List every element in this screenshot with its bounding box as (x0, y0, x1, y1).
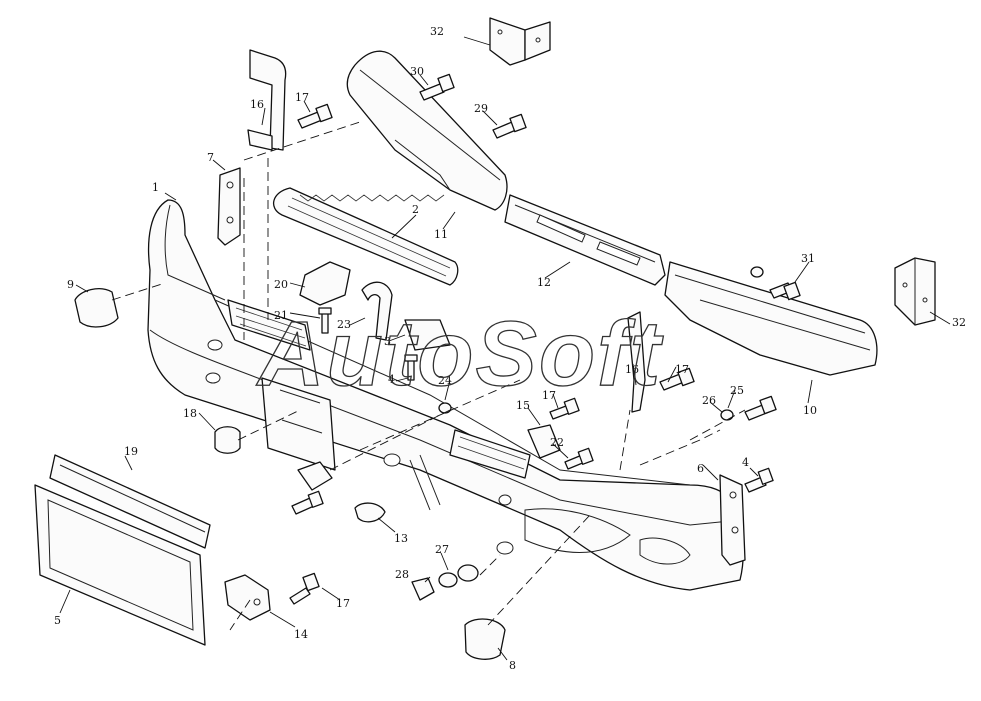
cap-8 (464, 618, 506, 660)
callout-1: 1 (152, 181, 159, 194)
side-bar-10 (664, 261, 878, 376)
callout-24: 24 (438, 374, 452, 387)
callout-28: 28 (395, 568, 409, 581)
callout-23: 23 (337, 318, 351, 331)
callout-4-right: 4 (742, 456, 749, 469)
callout-19: 19 (124, 445, 138, 458)
fog-cap-9 (74, 288, 119, 328)
callout-5: 5 (54, 614, 61, 627)
callout-32-right: 32 (952, 316, 966, 329)
callout-11: 11 (434, 228, 448, 241)
callout-12: 12 (537, 276, 551, 289)
bracket-14 (224, 574, 271, 621)
bracket-lower-center (297, 461, 333, 491)
callout-18: 18 (183, 407, 197, 420)
stay-16-right (627, 311, 646, 413)
bolts (289, 73, 801, 605)
callout-26: 26 (702, 394, 716, 407)
bracket-3 (404, 319, 451, 351)
callout-31: 31 (801, 252, 815, 265)
callout-14: 14 (294, 628, 308, 641)
callout-30: 30 (410, 65, 424, 78)
callout-2: 2 (412, 203, 419, 216)
bracket-32-top (489, 17, 551, 66)
callout-15: 15 (516, 399, 530, 412)
callout-21: 21 (274, 309, 288, 322)
nut-washer-set (411, 266, 764, 601)
leader-lines (59, 36, 951, 661)
callout-17-center: 17 (542, 389, 556, 402)
lower-grille-19 (49, 454, 211, 549)
bracket-6 (719, 474, 746, 566)
callout-27: 27 (435, 543, 449, 556)
callout-16-right: 16 (625, 363, 639, 376)
callout-22: 22 (550, 436, 564, 449)
callout-32-top: 32 (430, 25, 444, 38)
callout-25: 25 (730, 384, 744, 397)
callout-17-right: 17 (675, 363, 689, 376)
long-bar-12 (504, 194, 666, 286)
callout-8: 8 (509, 659, 516, 672)
hook-23 (361, 281, 393, 341)
clip-13 (354, 502, 386, 523)
stay-16-left (247, 49, 287, 151)
rubber-cap-18 (214, 426, 241, 454)
callout-10: 10 (803, 404, 817, 417)
callout-13: 13 (394, 532, 408, 545)
callout-6: 6 (697, 462, 704, 475)
callout-3: 3 (384, 335, 391, 348)
watermark-text: AutoSoft (256, 303, 664, 405)
callout-17-top: 17 (295, 91, 309, 104)
bracket-20 (299, 261, 351, 306)
callout-9: 9 (67, 278, 74, 291)
callout-7: 7 (207, 151, 214, 164)
bracket-7 (217, 167, 241, 246)
callout-labels: 1 2 3 4 4 5 6 7 8 9 10 11 12 13 14 15 16… (54, 25, 966, 672)
step-panel-2 (272, 187, 459, 286)
callout-16-left: 16 (250, 98, 264, 111)
license-plate-5 (34, 484, 206, 646)
callout-4-center: 4 (388, 373, 395, 386)
callout-20: 20 (274, 278, 288, 291)
callout-29: 29 (474, 102, 488, 115)
front-bumper (147, 199, 744, 591)
callout-17-bottom: 17 (336, 597, 350, 610)
bracket-32-right (894, 257, 936, 326)
corner-bar-11 (346, 50, 508, 211)
